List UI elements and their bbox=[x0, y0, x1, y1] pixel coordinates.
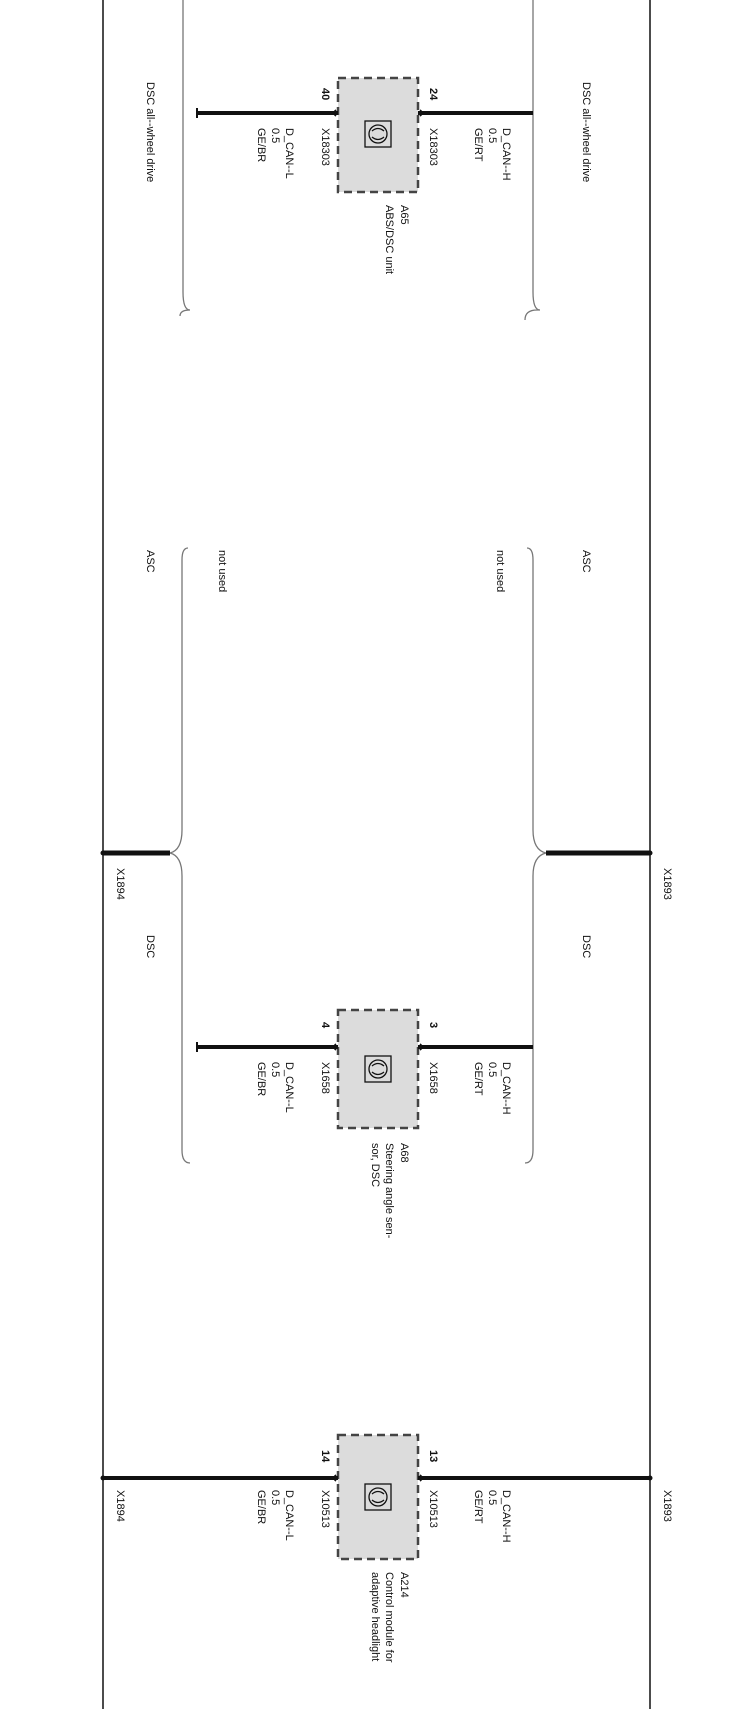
module-box-a214 bbox=[336, 1433, 420, 1561]
pin-label: 24 bbox=[427, 88, 439, 101]
module-ref: A68 bbox=[398, 1143, 410, 1163]
wire-size: 0.5 bbox=[269, 128, 281, 143]
wire-size: 0.5 bbox=[486, 1490, 498, 1505]
module-icon-a214 bbox=[364, 1483, 392, 1511]
wire-size: 0.5 bbox=[486, 128, 498, 143]
variant-label-not-used-right: not used bbox=[494, 550, 506, 592]
variant-brackets bbox=[169, 0, 547, 1164]
wire-color: GE/BR bbox=[255, 128, 267, 162]
wire-color: GE/RT bbox=[472, 1062, 484, 1096]
variant-label-dsc-awd-right: DSC all--wheel drive bbox=[580, 82, 592, 182]
module-name-line-2: adaptive headlight bbox=[369, 1572, 381, 1661]
wire-color: GE/RT bbox=[472, 128, 484, 162]
junction-label-left-1: X1894 bbox=[114, 868, 126, 900]
variant-label-dsc-right: DSC bbox=[580, 935, 592, 958]
junction-label-right-2: X1893 bbox=[661, 1490, 673, 1522]
labels: DSC all--wheel drive DSC all--wheel driv… bbox=[114, 82, 673, 1663]
wire-size: 0.5 bbox=[486, 1062, 498, 1077]
module-icon-a65 bbox=[364, 120, 392, 148]
wire-signal: D_CAN--L bbox=[283, 1490, 295, 1541]
pin-label: 4 bbox=[319, 1022, 331, 1029]
module-box-a65 bbox=[336, 76, 420, 194]
wire-color: GE/RT bbox=[472, 1490, 484, 1524]
module-name-line-1: Control module for bbox=[383, 1572, 395, 1663]
pin-label: 13 bbox=[427, 1450, 439, 1462]
variant-label-asc-left: ASC bbox=[144, 550, 156, 573]
connector-label: X1658 bbox=[427, 1062, 439, 1094]
variant-label-dsc-awd-left: DSC all--wheel drive bbox=[144, 82, 156, 182]
module-ref: A214 bbox=[398, 1572, 410, 1598]
connector-label: X10513 bbox=[319, 1490, 331, 1528]
variant-label-not-used-left: not used bbox=[216, 550, 228, 592]
pin-label: 3 bbox=[427, 1022, 439, 1028]
connector-label: X18303 bbox=[427, 128, 439, 166]
module-ref: A65 bbox=[398, 205, 410, 225]
junction-label-left-2: X1894 bbox=[114, 1490, 126, 1522]
junction-label-right-1: X1893 bbox=[661, 868, 673, 900]
connector-label: X18303 bbox=[319, 128, 331, 166]
wire-signal: D_CAN--H bbox=[500, 1490, 512, 1543]
module-box-a68 bbox=[336, 1008, 420, 1130]
variant-label-dsc-left: DSC bbox=[144, 935, 156, 958]
pin-label: 40 bbox=[319, 88, 331, 100]
pin-label: 14 bbox=[319, 1450, 331, 1463]
connector-label: X10513 bbox=[427, 1490, 439, 1528]
wire-size: 0.5 bbox=[269, 1490, 281, 1505]
module-name-line-1: Steering angle sen- bbox=[383, 1143, 395, 1239]
variant-label-asc-right: ASC bbox=[580, 550, 592, 573]
wire-color: GE/BR bbox=[255, 1490, 267, 1524]
wire-signal: D_CAN--H bbox=[500, 128, 512, 181]
wire-signal: D_CAN--L bbox=[283, 1062, 295, 1113]
module-boxes bbox=[103, 76, 650, 1561]
junction-stubs bbox=[100, 850, 653, 856]
module-name: ABS/DSC unit bbox=[383, 205, 395, 274]
wire-size: 0.5 bbox=[269, 1062, 281, 1077]
wire-signal: D_CAN--L bbox=[283, 128, 295, 179]
module-icon-a68 bbox=[364, 1055, 392, 1083]
module-name-line-2: sor, DSC bbox=[369, 1143, 381, 1187]
connector-label: X1658 bbox=[319, 1062, 331, 1094]
wire-color: GE/BR bbox=[255, 1062, 267, 1096]
wire-signal: D_CAN--H bbox=[500, 1062, 512, 1115]
